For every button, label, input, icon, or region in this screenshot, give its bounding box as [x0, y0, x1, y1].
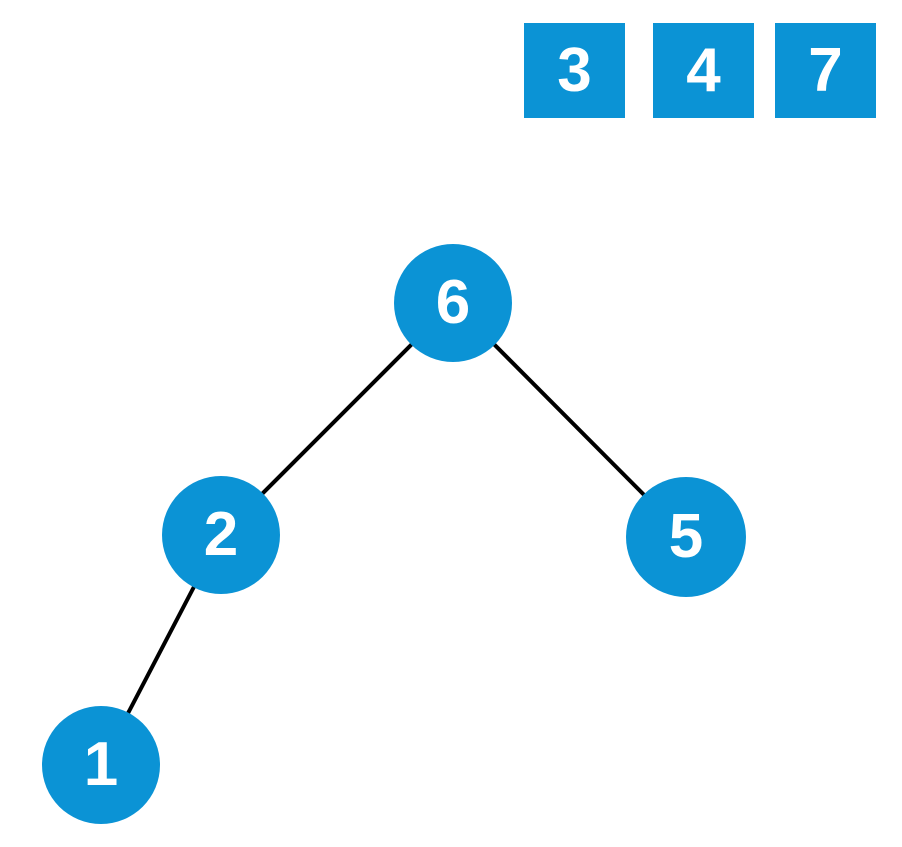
- tree-node-label: 5: [668, 502, 704, 571]
- queue-cell-3[interactable]: 3: [524, 23, 625, 118]
- tree-node-label: 1: [83, 730, 119, 799]
- tree-node-5[interactable]: 5: [626, 477, 746, 597]
- tree-node-6[interactable]: 6: [394, 244, 512, 362]
- tree-node-label: 6: [435, 268, 471, 337]
- tree-node-1[interactable]: 1: [42, 706, 160, 824]
- queue-cell-label: 7: [808, 35, 843, 105]
- tree-node-label: 2: [203, 500, 239, 569]
- tree-node-2[interactable]: 2: [162, 476, 280, 594]
- queue-cell-4[interactable]: 4: [653, 23, 754, 118]
- queue-cell-7[interactable]: 7: [775, 23, 876, 118]
- queue-cell-label: 4: [686, 35, 721, 105]
- queue-cell-label: 3: [557, 35, 592, 105]
